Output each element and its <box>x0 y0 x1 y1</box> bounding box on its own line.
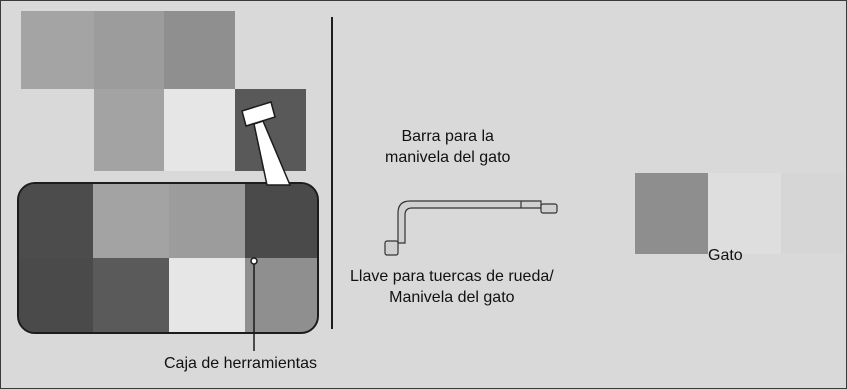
toolbox-marker <box>241 101 276 127</box>
magnifier-callout <box>253 120 292 186</box>
wrench-label-line1: Llave para tuercas de rueda/ <box>350 268 554 285</box>
toolbox-leader-dot <box>250 257 258 265</box>
toolbox-label: Caja de herramientas <box>164 355 317 372</box>
jack-bar-label-line1: Barra para la <box>401 128 494 145</box>
wrench-label-line2: Manivela del gato <box>389 289 515 306</box>
jack-bar-label-line2: manivela del gato <box>385 149 511 166</box>
wrench-label: Llave para tuercas de rueda/ Manivela de… <box>350 266 554 308</box>
jack-label: Gato <box>708 247 743 264</box>
wrench-drawing <box>384 200 558 256</box>
toolbox-detail-image <box>17 182 319 334</box>
jack-bar-label: Barra para la manivela del gato <box>385 126 510 168</box>
